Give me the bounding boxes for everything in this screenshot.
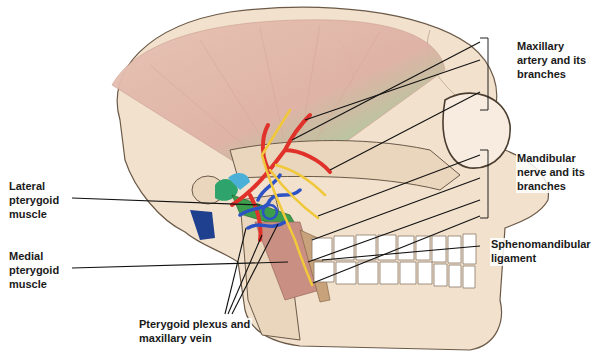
- structure-label: Sphenomandibular ligament: [490, 238, 600, 266]
- lower-teeth: [314, 262, 475, 288]
- leader-line: [72, 42, 480, 314]
- bracket: [480, 38, 488, 110]
- vein-loop: [263, 205, 277, 219]
- capsule: [228, 173, 250, 190]
- structure-label: Mandibular nerve and its branches: [516, 152, 600, 193]
- muscle-label: Medial pterygoid muscle: [8, 250, 70, 291]
- bracket: [480, 150, 488, 218]
- structure-label: Pterygoid plexus and maxillary vein: [138, 318, 252, 346]
- muscle-label: Lateral pterygoid muscle: [8, 180, 70, 221]
- maxillary-artery: [232, 115, 330, 240]
- styloid-muscle: [190, 210, 215, 240]
- orbit: [443, 93, 510, 168]
- structure-label: Maxillary artery and its branches: [516, 40, 592, 81]
